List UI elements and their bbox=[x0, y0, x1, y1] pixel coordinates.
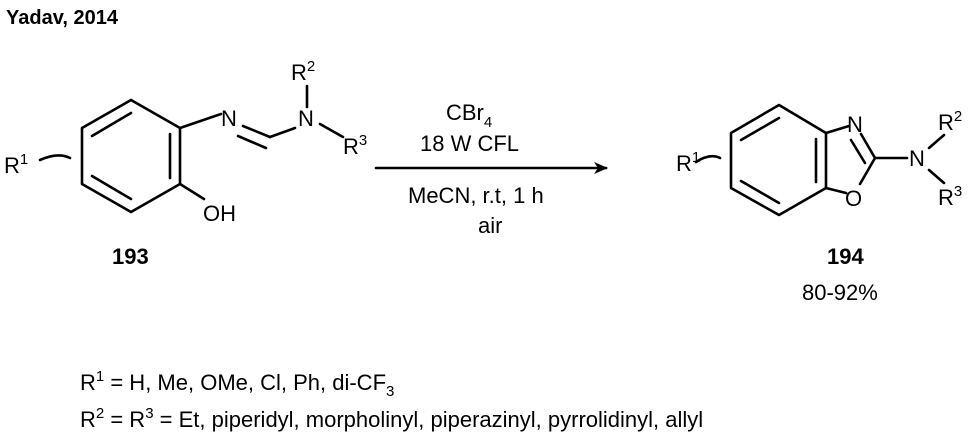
reactant-benzene-ring bbox=[80, 98, 182, 214]
reactant-imine-double-bond-a bbox=[241, 124, 272, 139]
product-n-c2-double-bond-b bbox=[849, 138, 867, 165]
condition-reagent: CBr4 bbox=[446, 100, 492, 131]
product-benzene-ring bbox=[729, 103, 828, 217]
reactant-ring-double-bond-1 bbox=[90, 111, 133, 138]
citation-heading: Yadav, 2014 bbox=[6, 7, 119, 29]
product-ring-double-bond-1 bbox=[739, 116, 781, 142]
product-r3-label: R3 bbox=[938, 183, 962, 210]
condition-solvent-time: MeCN, r.t, 1 h bbox=[408, 183, 544, 208]
reactant-imine-nitrogen: N bbox=[221, 106, 237, 131]
product-ring-double-bond-3 bbox=[739, 179, 781, 205]
product-ring-oxygen: O bbox=[845, 186, 862, 211]
reactant-compound-number: 193 bbox=[112, 244, 149, 269]
product-yield: 80-92% bbox=[802, 280, 878, 305]
condition-light-source: 18 W CFL bbox=[420, 131, 519, 156]
reactant-amine-nitrogen: N bbox=[298, 106, 314, 131]
condition-atmosphere: air bbox=[478, 213, 502, 238]
product-r1-bond bbox=[694, 154, 722, 164]
reactant-c-n-bond bbox=[178, 112, 223, 130]
product-r1-label: R1 bbox=[676, 149, 700, 176]
reactant-r2-label: R2 bbox=[291, 58, 315, 85]
product-n-r2-bond bbox=[927, 133, 946, 150]
reactant-r1-label: R1 bbox=[4, 151, 28, 178]
product-o-c-ring-bond bbox=[824, 186, 848, 195]
scope-r1-definition: R1 = H, Me, OMe, Cl, Ph, di-CF3 bbox=[80, 368, 394, 400]
reactant-ring-double-bond-3 bbox=[90, 174, 133, 201]
product-n-r3-bond bbox=[927, 168, 946, 185]
scope-r2-r3-definition: R2 = R3 = Et, piperidyl, morpholinyl, pi… bbox=[80, 405, 703, 432]
product-compound-number: 194 bbox=[827, 244, 864, 269]
product-r2-label: R2 bbox=[938, 108, 962, 135]
reactant-r3-label: R3 bbox=[343, 132, 367, 159]
product-structure bbox=[694, 103, 946, 217]
product-n-c2-double-bond-a bbox=[859, 132, 877, 160]
product-ring-nitrogen: N bbox=[847, 112, 863, 137]
reactant-structure bbox=[38, 84, 345, 214]
reactant-ch-n-bond bbox=[268, 126, 297, 139]
reactant-c-oh-bond bbox=[178, 182, 206, 201]
product-c-n-ring-bond bbox=[824, 124, 851, 135]
reactant-n-r3-bond bbox=[318, 122, 345, 139]
reactant-hydroxyl-group: OH bbox=[203, 201, 236, 226]
product-c2-o-bond bbox=[858, 156, 877, 186]
product-amine-nitrogen: N bbox=[909, 146, 925, 171]
reactant-r1-bond bbox=[38, 154, 72, 162]
reactant-imine-double-bond-b bbox=[236, 134, 268, 150]
